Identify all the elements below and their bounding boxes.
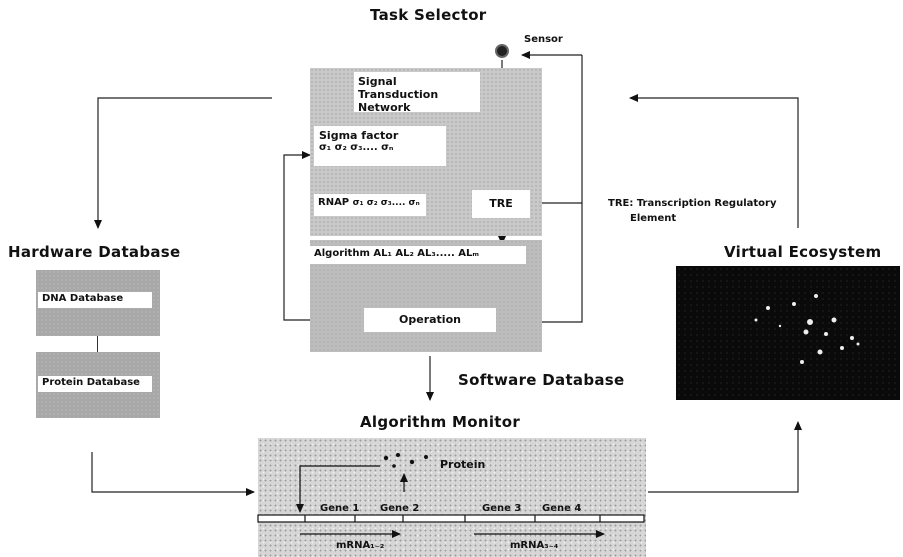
mrna34-label: mRNA₃₋₄ — [510, 540, 559, 551]
gene1-label: Gene 1 — [320, 503, 360, 514]
arrow-to-hardware — [94, 97, 272, 229]
sensor-icon — [495, 44, 509, 58]
tre-box: TRE — [472, 190, 530, 218]
operation-box: Operation — [364, 308, 496, 332]
virtual-ecosystem-title: Virtual Ecosystem — [724, 243, 882, 261]
gene2-label: Gene 2 — [380, 503, 420, 514]
dna-database-label: DNA Database — [38, 292, 152, 308]
sensor-feedback-line — [540, 55, 583, 323]
task-selector-title: Task Selector — [370, 6, 487, 24]
arrow-to-monitor — [91, 452, 255, 496]
hardware-database-title: Hardware Database — [8, 243, 181, 261]
sigma-list: σ₁ σ₂ σ₃.... σₙ — [319, 142, 394, 153]
rnap-box: RNAP σ₁ σ₂ σ₃.... σₙ — [314, 194, 426, 216]
tre-legend-line1: TRE: Transcription Regulatory — [608, 198, 777, 209]
software-database-title: Software Database — [458, 371, 625, 389]
virtual-ecosystem-image — [676, 266, 900, 400]
arrow-to-task-selector — [629, 94, 799, 228]
rnap-label: RNAP — [318, 197, 350, 208]
sigma-factor-box: Sigma factor σ₁ σ₂ σ₃.... σₙ — [314, 126, 446, 166]
sensor-label: Sensor — [524, 34, 563, 45]
gene3-label: Gene 3 — [482, 503, 522, 514]
protein-feedback-arrow — [296, 465, 380, 513]
tre-legend-line2: Element — [630, 213, 677, 224]
ecosystem-organisms — [754, 294, 860, 364]
algorithm-monitor-panel — [258, 438, 646, 557]
gene4-label: Gene 4 — [542, 503, 582, 514]
sigma-factor-label: Sigma factor — [319, 129, 399, 142]
algorithm-box: Algorithm AL₁ AL₂ AL₃..... ALₘ — [310, 246, 526, 264]
signal-transduction-network-box: Signal Transduction Network — [354, 72, 480, 114]
rnap-sigmas: σ₁ σ₂ σ₃.... σₙ — [352, 198, 420, 208]
hardware-link-line — [97, 336, 98, 352]
arrow-to-ecosystem — [648, 421, 802, 493]
algorithm-monitor-title: Algorithm Monitor — [360, 413, 521, 431]
protein-database-label: Protein Database — [38, 376, 152, 392]
mrna12-label: mRNA₁₋₂ — [336, 540, 385, 551]
protein-label: Protein — [440, 458, 486, 471]
